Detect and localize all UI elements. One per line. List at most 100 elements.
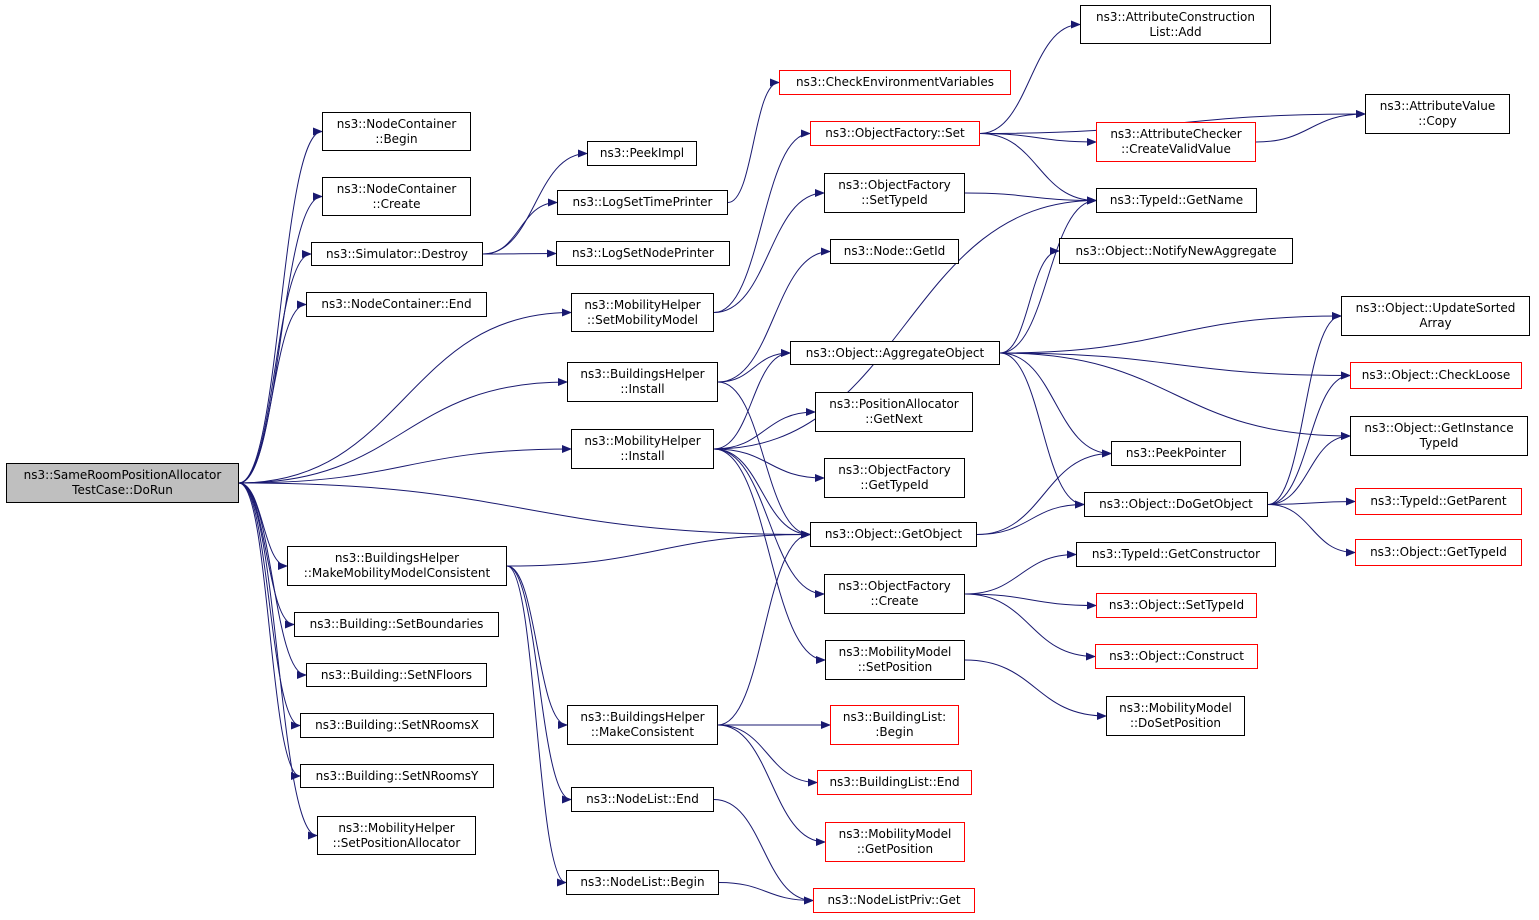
node-tid-getctor[interactable]: ns3::TypeId::GetConstructor (1076, 542, 1276, 567)
node-obj-getobj[interactable]: ns3::Object::GetObject (810, 522, 977, 547)
node-label-line: ns3::AttributeValue (1379, 99, 1496, 113)
node-sim-destroy[interactable]: ns3::Simulator::Destroy (311, 242, 483, 266)
node-of-set[interactable]: ns3::ObjectFactory::Set (810, 121, 980, 146)
node-label-line: ns3::NodeList::Begin (580, 875, 705, 889)
call-edge (238, 378, 568, 484)
node-obj-agg[interactable]: ns3::Object::AggregateObject (790, 341, 1000, 365)
node-label-line: ns3::NodeList::End (586, 792, 699, 806)
node-label-line: ns3::NodeContainer::End (321, 297, 472, 311)
node-bl-end[interactable]: ns3::BuildingList::End (817, 770, 972, 795)
node-tid-parent[interactable]: ns3::TypeId::GetParent (1355, 488, 1522, 515)
node-label-line: ns3::MobilityModel (838, 645, 952, 659)
call-edge (1267, 371, 1351, 505)
node-b-floors[interactable]: ns3::Building::SetNFloors (306, 663, 487, 687)
call-edge (238, 482, 301, 730)
node-mm-getpos[interactable]: ns3::MobilityModel::GetPosition (825, 822, 965, 862)
node-obj-cl[interactable]: ns3::Object::CheckLoose (1350, 362, 1522, 389)
node-mm-dosetpos[interactable]: ns3::MobilityModel::DoSetPosition (1106, 696, 1245, 736)
call-edge (717, 724, 818, 787)
node-label-line: ns3::Object::SetTypeId (1108, 598, 1245, 612)
node-mm-setpos[interactable]: ns3::MobilityModel::SetPosition (825, 640, 965, 680)
node-label-line: ns3::Node::GetId (843, 244, 946, 258)
node-of-create[interactable]: ns3::ObjectFactory::Create (824, 574, 965, 614)
node-b-bounds[interactable]: ns3::Building::SetBoundaries (294, 612, 499, 637)
node-label-line: ns3::TypeId::GetName (1109, 193, 1244, 207)
call-edge (506, 565, 567, 887)
node-tid-getname[interactable]: ns3::TypeId::GetName (1096, 188, 1257, 213)
node-nlp-get[interactable]: ns3::NodeListPriv::Get (813, 888, 975, 913)
call-edge (999, 352, 1085, 509)
node-nl-end[interactable]: ns3::NodeList::End (571, 787, 714, 812)
node-label-line: List::Add (1149, 24, 1202, 39)
node-label-line: ::Create (870, 594, 919, 608)
node-b-roomsx[interactable]: ns3::Building::SetNRoomsX (300, 713, 494, 738)
node-label-line: ns3::Object::GetObject (824, 527, 963, 541)
node-lognode[interactable]: ns3::LogSetNodePrinter (556, 241, 730, 266)
node-label-line: ns3::Object::NotifyNewAggregate (1075, 243, 1277, 258)
node-mh-install[interactable]: ns3::MobilityHelper::Install (571, 429, 714, 469)
node-nl-begin[interactable]: ns3::NodeList::Begin (566, 870, 719, 895)
call-edge (482, 198, 558, 255)
node-label-line: ::Install (620, 449, 665, 463)
node-checkenv[interactable]: ns3::CheckEnvironmentVariables (779, 70, 1011, 95)
node-of-settype[interactable]: ns3::ObjectFactory::SetTypeId (824, 173, 965, 213)
node-label-line: ns3::Building::SetNRoomsX (315, 718, 479, 732)
node-obj-gettid[interactable]: ns3::Object::GetTypeId (1355, 539, 1522, 566)
call-edge (717, 724, 826, 846)
node-label-line: ns3::PeekPointer (1125, 446, 1227, 460)
node-label-line: TestCase::DoRun (72, 483, 173, 497)
call-edge (713, 448, 825, 598)
node-label-line: ns3::ObjectFactory (838, 579, 951, 593)
node-av-copy[interactable]: ns3::AttributeValue::Copy (1365, 94, 1510, 134)
node-nc-begin[interactable]: ns3::NodeContainer::Begin (322, 112, 471, 151)
call-edge (238, 192, 323, 484)
node-mh-smm[interactable]: ns3::MobilityHelper::SetMobilityModel (571, 293, 714, 332)
node-node-getid[interactable]: ns3::Node::GetId (830, 239, 959, 264)
node-nc-create[interactable]: ns3::NodeContainer::Create (322, 177, 471, 216)
call-edge (713, 189, 825, 313)
call-edge (713, 408, 816, 450)
node-peekimpl[interactable]: ns3::PeekImpl (587, 141, 697, 166)
node-obj-construct[interactable]: ns3::Object::Construct (1095, 644, 1258, 669)
node-pa-next[interactable]: ns3::PositionAllocator::GetNext (815, 392, 973, 432)
call-edge (713, 129, 811, 313)
call-edge (979, 133, 1097, 205)
node-label-line: ns3::MobilityHelper (584, 434, 701, 448)
node-obj-dogetobj[interactable]: ns3::Object::DoGetObject (1084, 492, 1268, 517)
node-label-line: ns3::Object::Construct (1109, 649, 1244, 663)
node-nc-end[interactable]: ns3::NodeContainer::End (306, 292, 487, 317)
call-edge (238, 300, 307, 484)
node-label-line: :Begin (875, 725, 914, 739)
node-label-line: ns3::BuildingList::End (829, 775, 960, 789)
node-ac-cvv[interactable]: ns3::AttributeChecker::CreateValidValue (1096, 122, 1256, 162)
call-edge (238, 482, 811, 539)
node-label-line: ns3::Object::GetInstance (1364, 421, 1514, 435)
call-edge (238, 308, 572, 484)
node-bh-mc[interactable]: ns3::BuildingsHelper::MakeConsistent (567, 705, 718, 745)
call-edge (506, 530, 811, 567)
node-bh-install[interactable]: ns3::BuildingsHelper::Install (567, 362, 718, 402)
call-edge (1267, 504, 1356, 557)
call-edge (713, 448, 811, 539)
node-obj-settid[interactable]: ns3::Object::SetTypeId (1096, 593, 1257, 618)
node-bl-begin[interactable]: ns3::BuildingList::Begin (830, 705, 959, 745)
node-of-gettype[interactable]: ns3::ObjectFactory::GetTypeId (824, 458, 965, 498)
call-edge (964, 192, 1097, 205)
node-label-line: ns3::TypeId::GetConstructor (1091, 547, 1261, 561)
node-peekptr[interactable]: ns3::PeekPointer (1111, 441, 1241, 466)
node-label-line: ns3::PeekImpl (599, 146, 685, 160)
node-logtime[interactable]: ns3::LogSetTimePrinter (557, 190, 728, 215)
call-edge (238, 127, 323, 484)
node-bh-mmc[interactable]: ns3::BuildingsHelper::MakeMobilityModelC… (287, 546, 507, 586)
node-mh-spa[interactable]: ns3::MobilityHelper::SetPositionAllocato… (317, 816, 476, 855)
node-obj-nna[interactable]: ns3::Object::NotifyNewAggregate (1059, 238, 1293, 264)
call-edge (999, 352, 1112, 458)
node-b-roomsy[interactable]: ns3::Building::SetNRoomsY (300, 764, 494, 788)
node-label-line: ns3::Building::SetBoundaries (309, 617, 484, 631)
node-label-line: ::Install (620, 382, 665, 396)
